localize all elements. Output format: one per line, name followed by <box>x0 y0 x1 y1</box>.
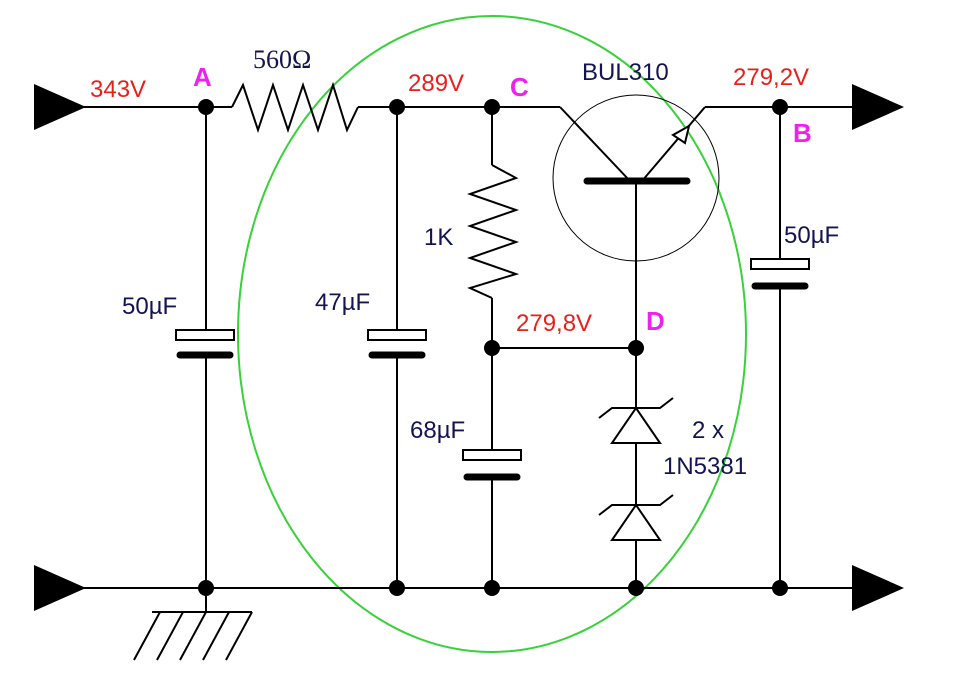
zener-count-label: 2 x <box>692 417 724 444</box>
input-arrow-top <box>34 84 86 130</box>
highlight-ellipse <box>237 15 747 653</box>
zener-diode-2 <box>610 503 662 541</box>
zener-diode-2-bar <box>598 494 674 516</box>
junction-ground-zener <box>628 580 644 596</box>
transistor-collector-lead <box>559 106 631 182</box>
output-arrow-bottom <box>852 565 904 611</box>
node-label-b: B <box>793 118 812 148</box>
input-arrow-bottom <box>34 565 86 611</box>
ground-hatch-1 <box>133 611 161 661</box>
junction-c <box>484 99 500 115</box>
junction-ground-cap-c <box>389 580 405 596</box>
cap-input-plate-top <box>175 329 235 341</box>
node-label-a: A <box>193 62 212 92</box>
series-resistor-label: 560Ω <box>253 45 311 74</box>
transistor-label: BUL310 <box>582 59 669 86</box>
voltage-input-label: 343V <box>90 76 146 103</box>
voltage-d-label: 279,8V <box>516 310 592 337</box>
zener-part-label: 1N5381 <box>663 453 747 480</box>
cap-output-plate-top <box>750 258 810 270</box>
voltage-output-label: 279,2V <box>733 64 809 91</box>
zener-diode-1 <box>610 406 662 444</box>
junction-d <box>628 340 644 356</box>
bias-resistor-label: 1K <box>424 224 453 251</box>
junction-b <box>772 99 788 115</box>
junction-bias <box>484 340 500 356</box>
cap-c-label: 47µF <box>315 289 370 316</box>
cap-d-plate-top <box>462 449 522 461</box>
ground-hatch-4 <box>202 611 230 661</box>
transistor-emitter-arrow <box>671 124 691 145</box>
resistor-560 <box>231 81 359 134</box>
node-label-d: D <box>646 306 665 336</box>
transistor-emitter-lead <box>641 106 706 182</box>
junction-ground-b <box>772 580 788 596</box>
junction-ground-a <box>198 580 214 596</box>
cap-c-plate-top <box>367 329 427 341</box>
cap-input-label: 50µF <box>122 293 177 320</box>
ground-hatch-2 <box>156 611 184 661</box>
ground-hatch-5 <box>225 611 253 661</box>
output-arrow-top <box>852 84 904 130</box>
resistor-1k <box>466 164 520 299</box>
junction-cap-c <box>389 99 405 115</box>
node-label-c: C <box>510 72 529 102</box>
junction-ground-cap-d <box>484 580 500 596</box>
zener-diode-1-bar <box>598 397 674 419</box>
ground-hatch-3 <box>179 611 207 661</box>
cap-d-label: 68µF <box>410 417 465 444</box>
cap-output-label: 50µF <box>784 222 839 249</box>
voltage-c-label: 289V <box>408 70 464 97</box>
junction-a <box>198 99 214 115</box>
